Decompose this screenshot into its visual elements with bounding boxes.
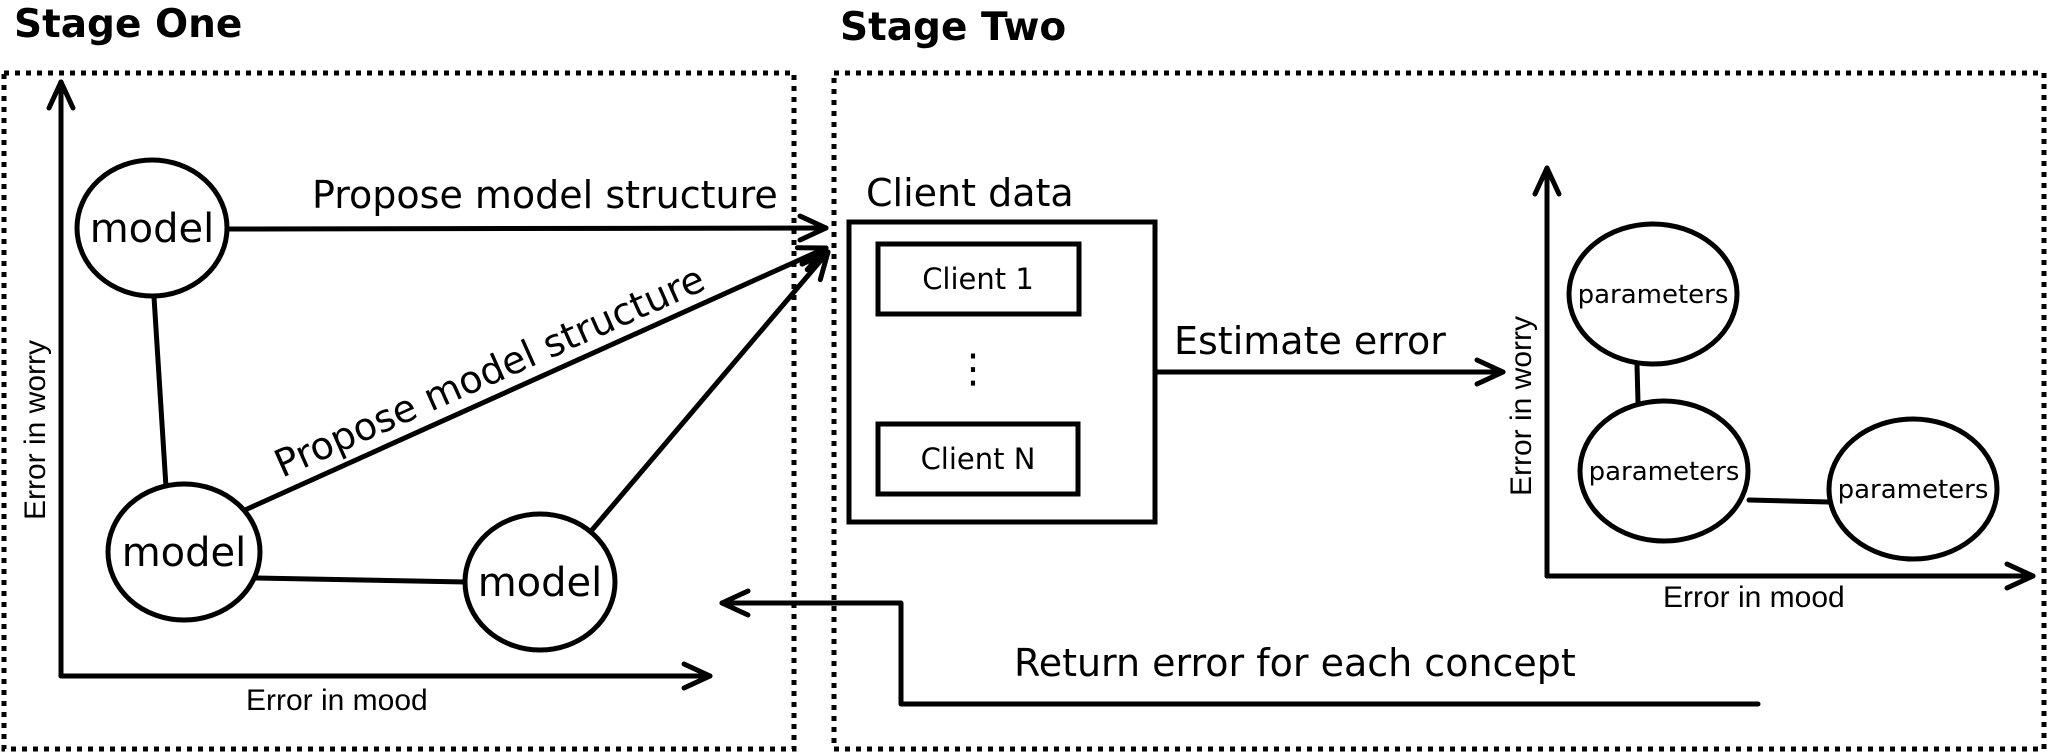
stage-two-title: Stage Two: [840, 5, 1066, 50]
client-1-box: Client 1: [875, 241, 1082, 317]
return-error-arrow: [719, 588, 1761, 707]
stage-one-y-axis-label: Error in worry: [19, 340, 52, 520]
edge-middle-to-right: [253, 575, 469, 585]
parameters-node-right: parameters: [1826, 416, 2000, 562]
stage-two-x-axis-label: Error in mood: [1663, 581, 1845, 614]
propose-label-straight: Propose model structure: [312, 173, 778, 217]
model-node-right: model: [462, 511, 618, 653]
propose-arrow-steep: [589, 249, 831, 533]
parameters-node-middle: parameters: [1577, 398, 1751, 544]
stage-one-panel: [1, 70, 797, 752]
propose-arrow-straight: [225, 213, 829, 243]
model-node-top-label: model: [90, 206, 215, 252]
parameters-node-top-label: parameters: [1578, 280, 1729, 310]
parameters-node-top: parameters: [1566, 221, 1740, 367]
client-1-label: Client 1: [922, 262, 1034, 296]
param-edge-top-to-middle: [1634, 362, 1641, 405]
parameters-node-middle-label: parameters: [1589, 457, 1740, 487]
propose-arrow-diagonal: [242, 245, 829, 513]
estimate-error-label: Estimate error: [1174, 319, 1446, 363]
stage-one-x-axis-label: Error in mood: [246, 684, 428, 717]
model-node-top: model: [74, 157, 230, 299]
model-node-right-label: model: [478, 560, 603, 606]
client-n-label: Client N: [921, 442, 1036, 476]
param-edge-middle-to-right: [1746, 497, 1832, 505]
stage-two-y-axis-label: Error in worry: [1505, 316, 1538, 496]
client-n-box: Client N: [875, 421, 1081, 497]
propose-label-diagonal: Propose model structure: [268, 257, 711, 487]
model-node-middle-label: model: [122, 530, 247, 576]
return-error-label: Return error for each concept: [1014, 641, 1576, 685]
client-ellipsis: ⋮: [953, 346, 993, 392]
client-data-title: Client data: [866, 171, 1074, 215]
stage-two-panel: [831, 70, 2047, 752]
edge-top-to-middle: [151, 294, 169, 490]
model-node-middle: model: [105, 481, 263, 623]
stage-one-title: Stage One: [14, 2, 242, 47]
parameters-node-right-label: parameters: [1838, 475, 1989, 505]
